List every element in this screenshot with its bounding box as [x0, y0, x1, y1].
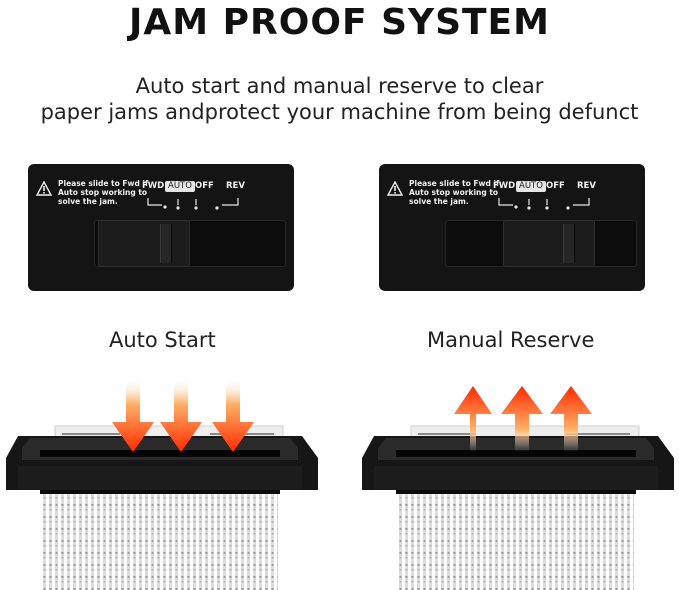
mode-label-manual-reserve: Manual Reserve — [427, 328, 595, 352]
label-off: OFF — [546, 181, 565, 191]
position-ticks — [147, 198, 239, 210]
label-auto: AUTO — [516, 181, 546, 192]
mode-label-auto-start: Auto Start — [109, 328, 216, 352]
slider-track — [94, 220, 286, 267]
label-auto: AUTO — [165, 181, 195, 192]
warning-icon — [387, 181, 403, 196]
warning-line: Please slide to Fwd if — [58, 179, 149, 188]
warning-text: Please slide to Fwd if Auto stop working… — [409, 179, 509, 206]
warning-icon — [36, 181, 52, 196]
warning-line: Auto stop working to — [409, 188, 499, 197]
label-rev: REV — [577, 181, 596, 191]
label-off: OFF — [195, 181, 214, 191]
slider-knob[interactable] — [503, 220, 595, 267]
slider-track — [445, 220, 637, 267]
label-fwd: FWD — [493, 181, 516, 191]
shredder-scene-auto-start — [0, 370, 322, 590]
warning-line: solve the jam. — [409, 197, 469, 206]
label-rev: REV — [226, 181, 245, 191]
subtitle-line-1: Auto start and manual reserve to clear — [135, 74, 544, 98]
page-title: JAM PROOF SYSTEM — [129, 2, 550, 43]
switch-panel-auto-start: Please slide to Fwd if Auto stop working… — [28, 164, 294, 291]
warning-line: Auto stop working to — [58, 188, 148, 197]
label-fwd: FWD — [142, 181, 165, 191]
slider-knob[interactable] — [98, 220, 190, 267]
shredder-icon — [362, 386, 674, 590]
subtitle-line-2: paper jams andprotect your machine from … — [40, 100, 639, 124]
slider-grip — [563, 224, 575, 263]
slider-grip — [160, 224, 172, 263]
warning-line: solve the jam. — [58, 197, 118, 206]
warning-text: Please slide to Fwd if Auto stop working… — [58, 179, 158, 206]
position-ticks — [498, 198, 590, 210]
warning-line: Please slide to Fwd if — [409, 179, 500, 188]
shredder-icon — [6, 378, 318, 590]
shredder-scene-manual-reserve — [356, 370, 678, 590]
switch-panel-manual-reserve: Please slide to Fwd if Auto stop working… — [379, 164, 645, 291]
